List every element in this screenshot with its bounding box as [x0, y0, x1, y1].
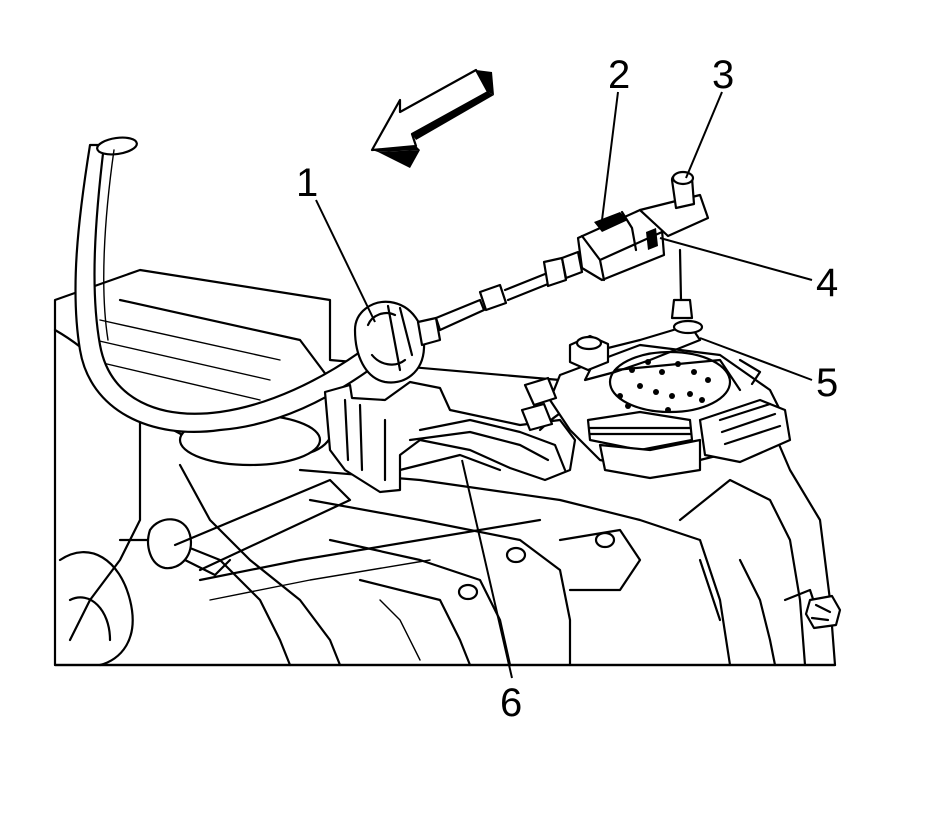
leader-1 [315, 199, 376, 323]
callout-labels: 1 2 3 4 5 6 [296, 53, 838, 725]
cable-grommet [353, 300, 442, 384]
callout-6: 6 [500, 681, 522, 725]
selector-dots [617, 359, 711, 413]
leader-2 [601, 91, 619, 221]
callout-3: 3 [712, 53, 734, 97]
arrow-icon [370, 68, 494, 168]
leader-lines [315, 91, 813, 679]
callout-4: 4 [816, 261, 838, 305]
callout-2: 2 [608, 53, 630, 97]
shift-lever-end [638, 170, 710, 320]
callout-1: 1 [296, 161, 318, 205]
transmission-housing [53, 268, 842, 667]
callout-5: 5 [816, 361, 838, 405]
shift-cable [323, 170, 710, 494]
leader-5 [699, 337, 813, 381]
leader-4 [659, 237, 813, 281]
leader-6 [461, 459, 513, 679]
range-selector-switch [520, 319, 792, 480]
leader-3 [685, 91, 723, 179]
